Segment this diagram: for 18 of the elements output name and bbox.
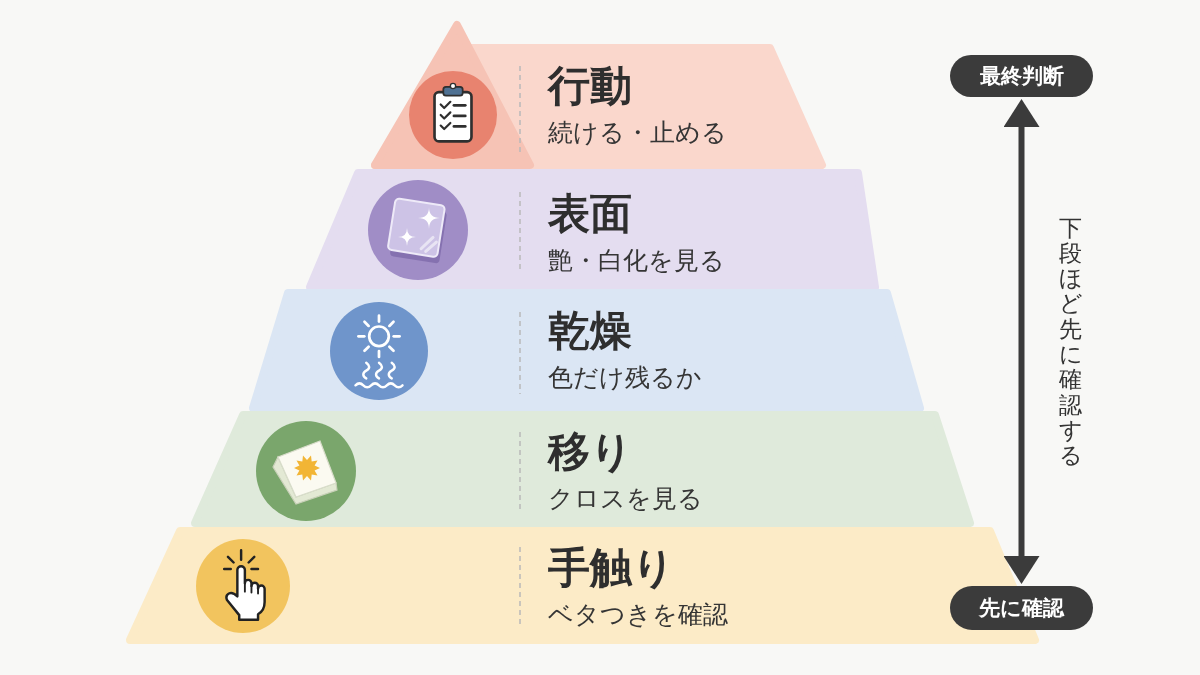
tier-subtitle: 続ける・止める [548,117,727,149]
pyramid-tier [306,169,879,291]
edge-label: 下段ほど先に確認する [1058,215,1082,468]
tier-title: 手触り [548,544,675,592]
tier-subtitle: ベタつきを確認 [548,599,728,631]
tier-title: 表面 [548,190,632,238]
pyramid-tier [371,21,826,169]
tier-title: 乾燥 [548,307,632,355]
end-pill: 先に確認 [950,586,1093,630]
end-pill: 最終判断 [950,55,1093,97]
tier-subtitle: 艶・白化を見る [548,245,725,277]
pyramid-tier [191,411,974,527]
pyramid-tier [249,289,924,412]
tier-title: 行動 [548,62,632,110]
tier-subtitle: クロスを見る [548,483,703,515]
double-arrow [1003,99,1040,584]
tier-subtitle: 色だけ残るか [548,362,702,394]
tier-title: 移り [548,428,633,476]
